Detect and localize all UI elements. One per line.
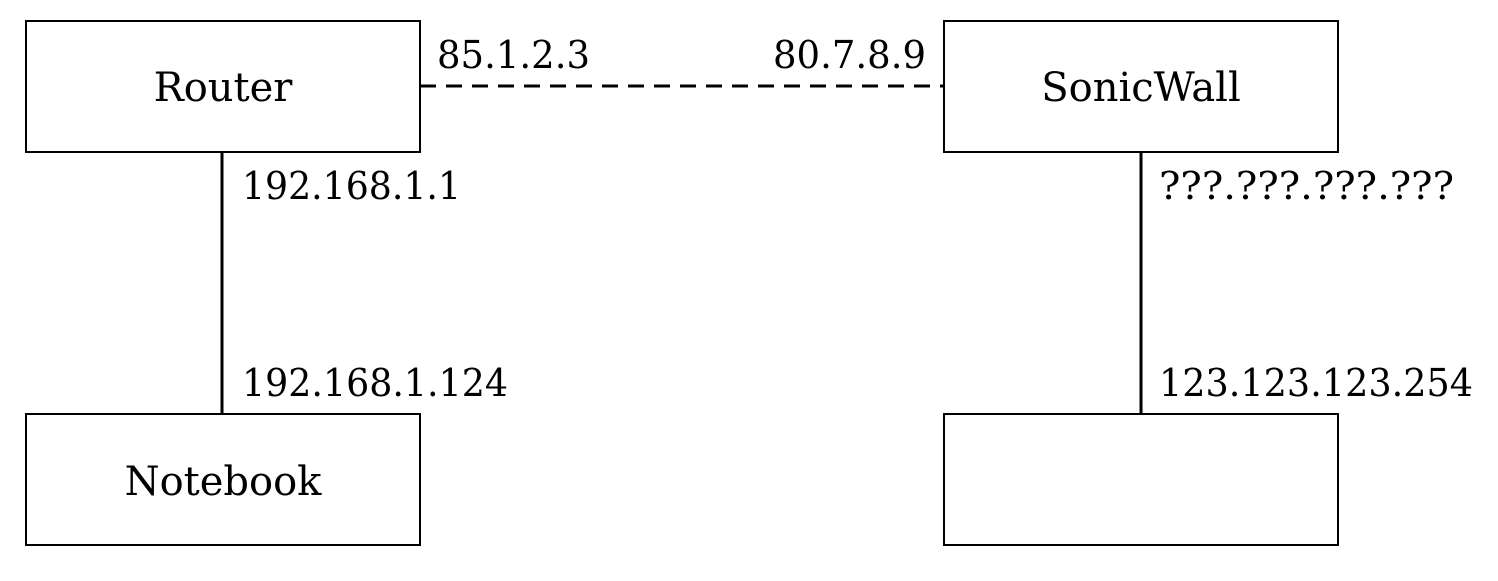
notebook-label: Notebook	[125, 459, 323, 505]
notebook-box	[25, 413, 421, 546]
sonicwall-wan-ip-label: 80.7.8.9	[773, 33, 926, 77]
router-lan-ip-label: 192.168.1.1	[242, 164, 461, 208]
unknown-node	[943, 413, 1339, 546]
router-node: Router	[25, 20, 421, 153]
router-wan-ip-label: 85.1.2.3	[437, 33, 590, 77]
sonicwall-node: SonicWall	[943, 20, 1339, 153]
sonicwall-label: SonicWall	[1041, 65, 1241, 111]
router-label: Router	[154, 65, 294, 111]
unknown-box	[943, 413, 1339, 546]
sonicwall-lan-ip-label: ???.???.???.???	[1159, 164, 1454, 208]
unknown-ip-label: 123.123.123.254	[1159, 361, 1473, 405]
notebook-ip-label: 192.168.1.124	[242, 361, 508, 405]
notebook-node: Notebook	[25, 413, 421, 546]
sonicwall-box	[943, 20, 1339, 153]
router-box	[25, 20, 421, 153]
